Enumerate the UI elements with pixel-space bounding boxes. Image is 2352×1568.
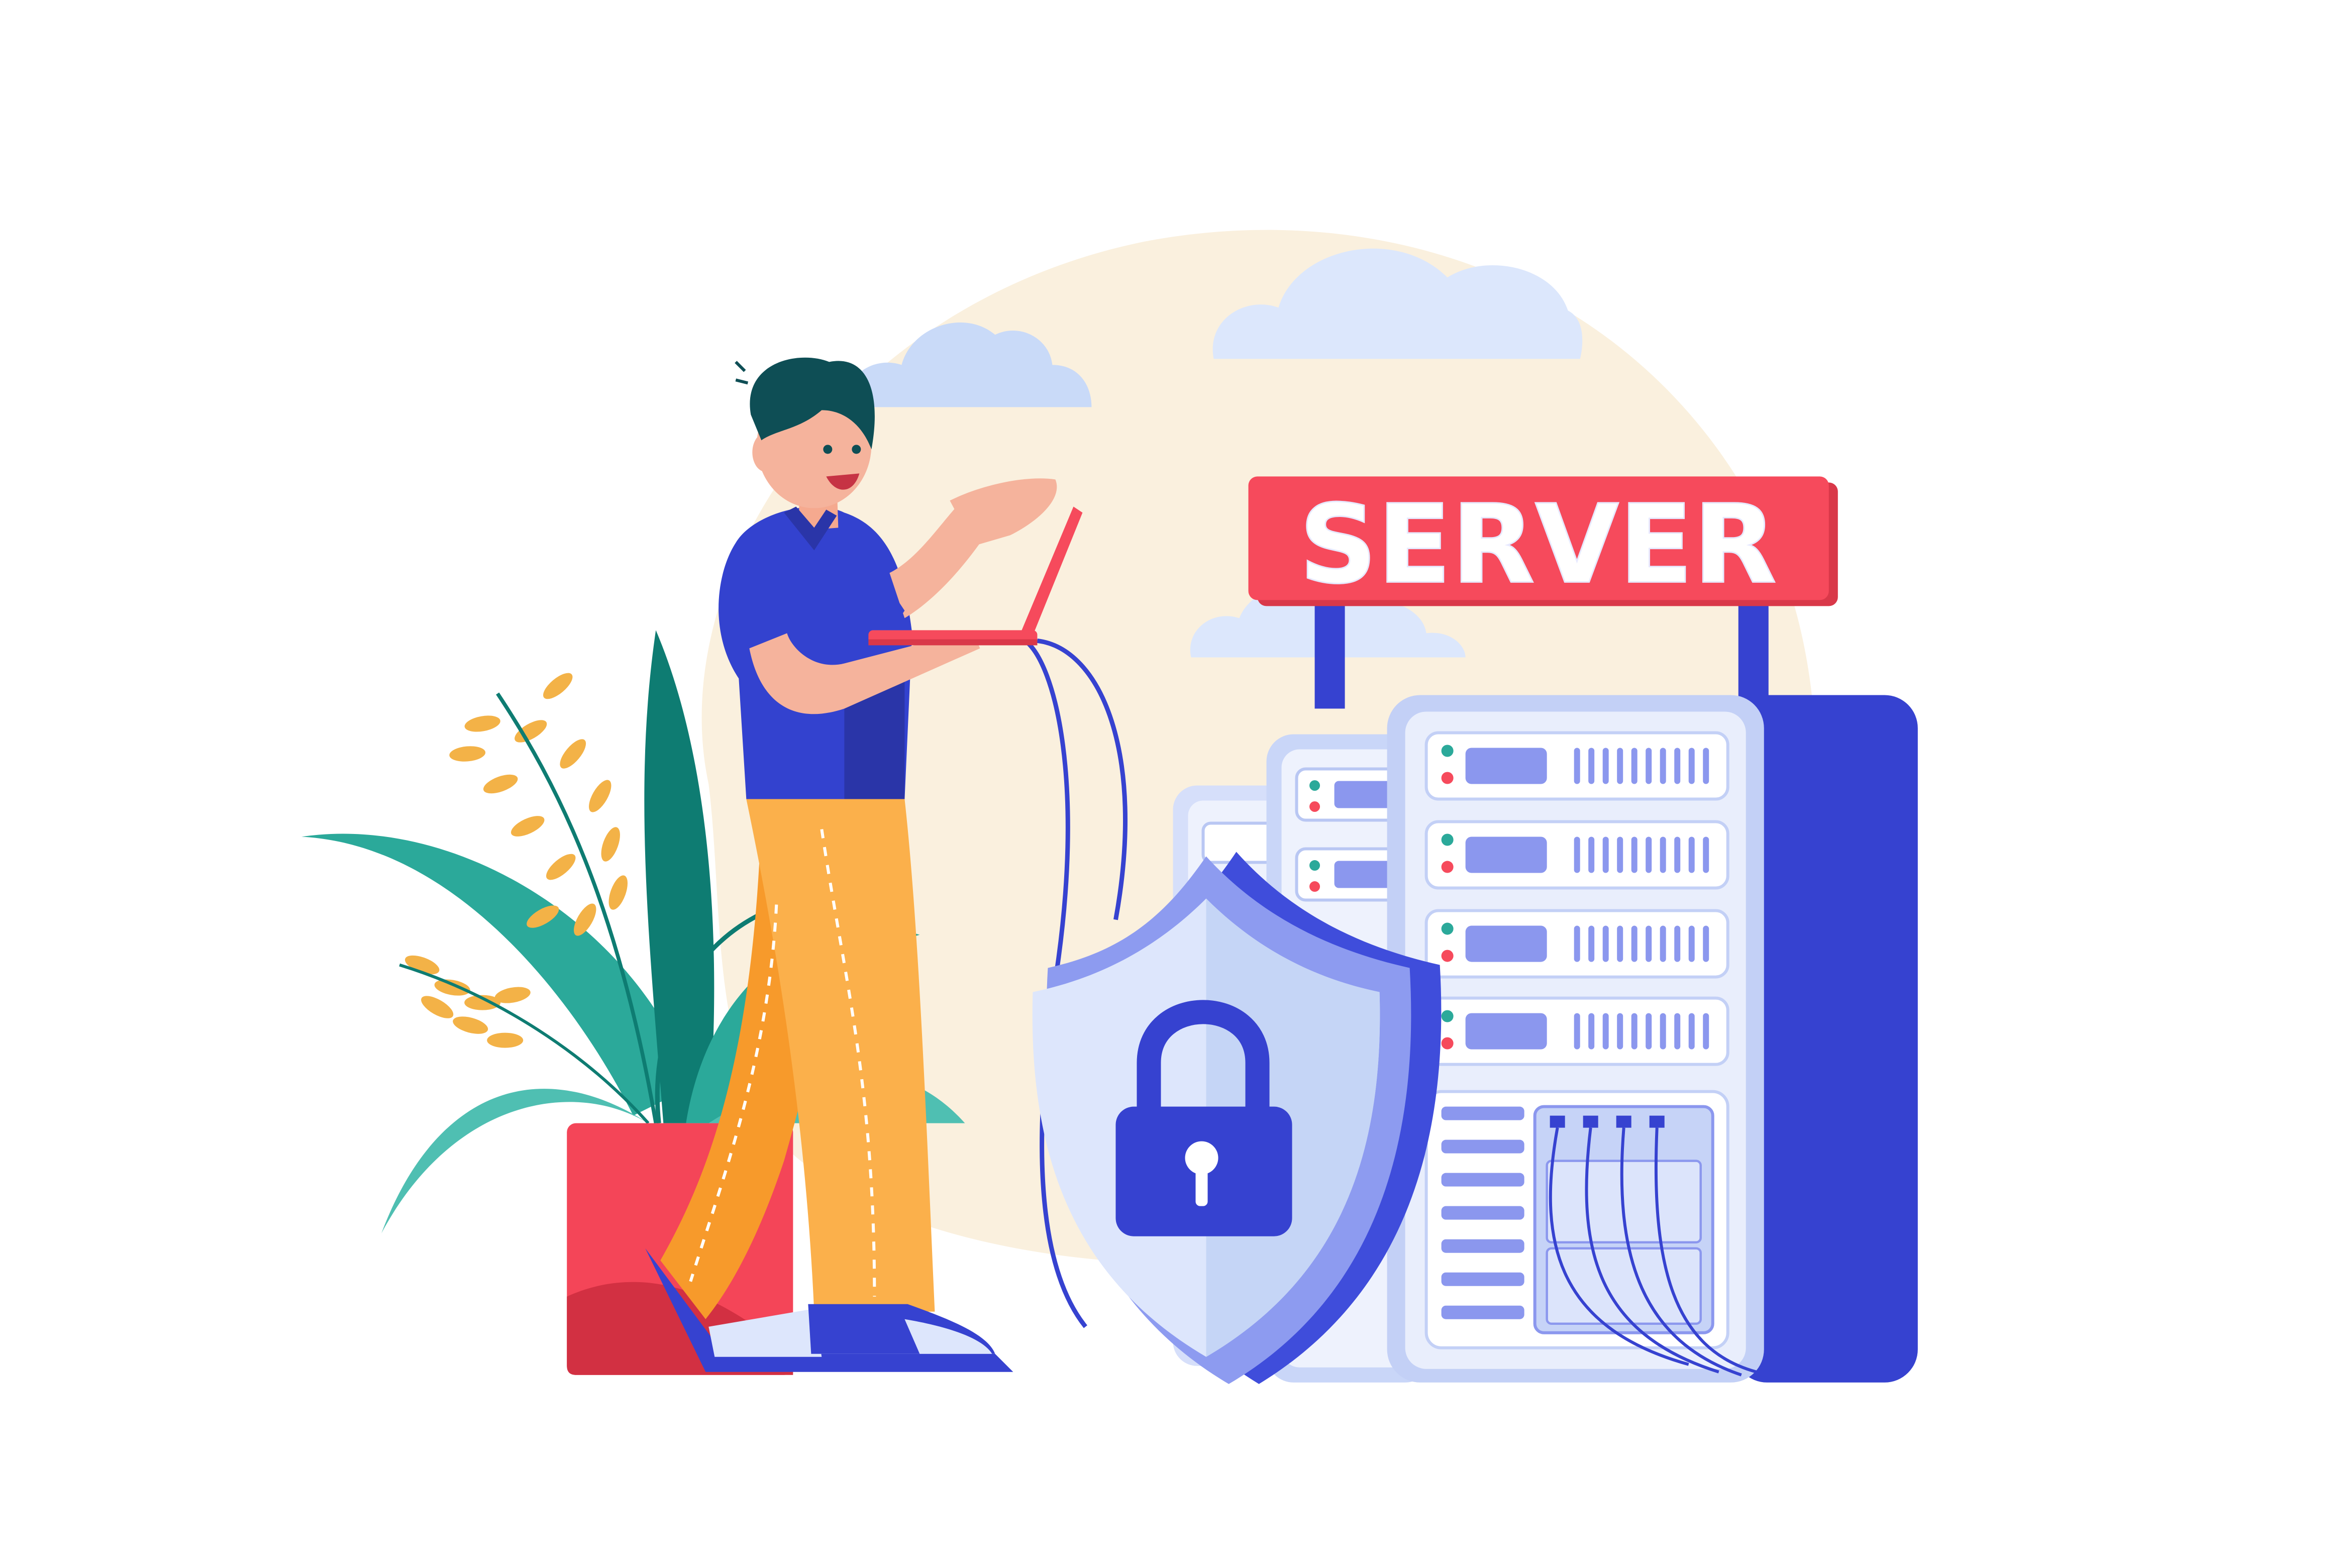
cloud-icon bbox=[1212, 248, 1583, 359]
laptop-icon bbox=[868, 506, 1083, 646]
status-led bbox=[1441, 922, 1454, 935]
status-led bbox=[1441, 772, 1454, 784]
server-rack-icon bbox=[1387, 695, 1764, 1383]
server-sign: SERVER bbox=[1248, 476, 1838, 709]
cloud-icon bbox=[844, 322, 1092, 407]
status-led bbox=[1441, 861, 1454, 873]
server-unit bbox=[1424, 996, 1729, 1066]
sign-label: SERVER bbox=[1299, 481, 1777, 607]
status-led bbox=[1441, 950, 1454, 962]
server-unit bbox=[1424, 820, 1729, 890]
server-unit bbox=[1424, 731, 1729, 801]
status-led bbox=[1441, 1010, 1454, 1022]
padlock-icon bbox=[1115, 1000, 1292, 1236]
status-led bbox=[1441, 745, 1454, 757]
floor-shadow bbox=[645, 1248, 1013, 1372]
person bbox=[660, 357, 1057, 1357]
server-tower-back bbox=[1733, 695, 1918, 1383]
status-led bbox=[1441, 1037, 1454, 1050]
server-unit bbox=[1424, 909, 1729, 979]
status-led bbox=[1441, 833, 1454, 846]
